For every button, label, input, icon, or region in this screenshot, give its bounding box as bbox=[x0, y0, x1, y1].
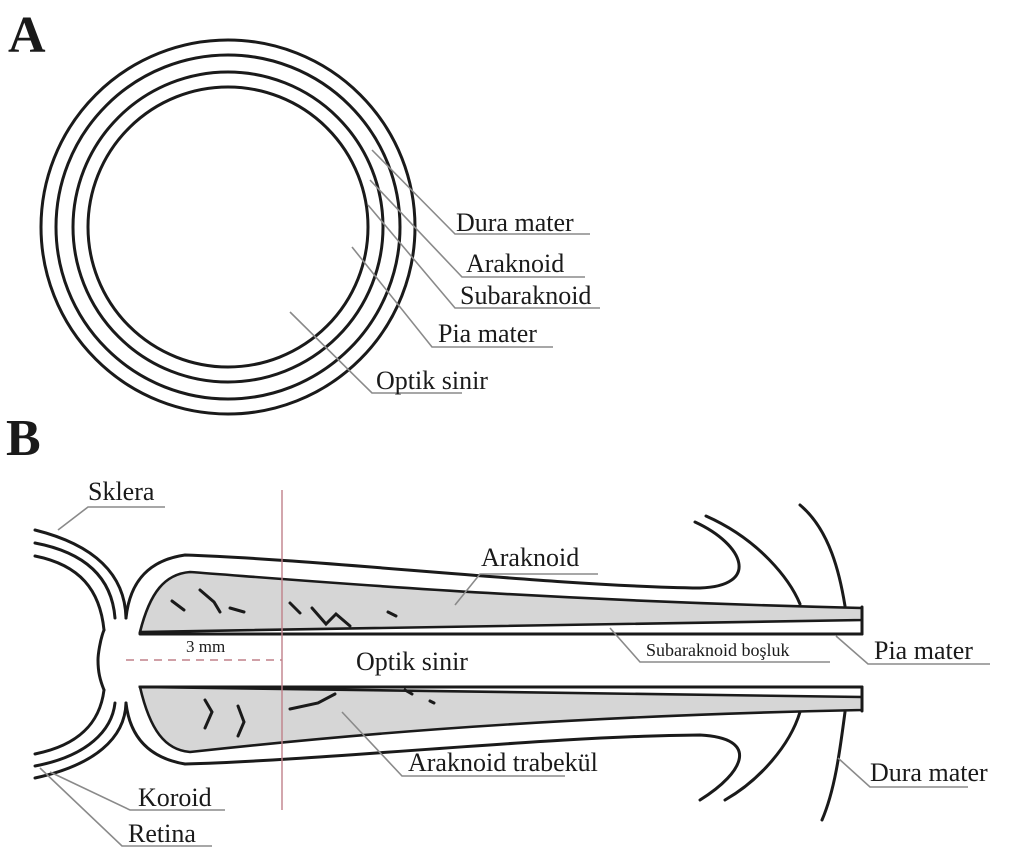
dura-split-lower-1 bbox=[725, 712, 800, 800]
label-subaraknoid-bosluk: Subaraknoid boşluk bbox=[646, 640, 790, 660]
label-subaraknoid: Subaraknoid bbox=[460, 281, 591, 310]
label-pia-mater: Pia mater bbox=[438, 319, 537, 348]
globe-curve bbox=[98, 630, 104, 690]
upper-subaraknoid-space bbox=[140, 572, 862, 632]
panel-b-labels: Sklera Araknoid Subaraknoid boşluk Pia m… bbox=[88, 477, 988, 848]
pia-mater-ring bbox=[73, 72, 383, 382]
panel-a-letter: A bbox=[8, 7, 46, 64]
label-pia-mater-b: Pia mater bbox=[874, 636, 973, 665]
dura-mater-ring bbox=[41, 40, 415, 414]
label-retina: Retina bbox=[128, 819, 196, 848]
sklera-leader bbox=[58, 507, 165, 530]
dura-split-upper-1 bbox=[706, 516, 800, 604]
label-araknoid-b: Araknoid bbox=[481, 543, 579, 572]
trabecula bbox=[430, 701, 434, 703]
retina-lower bbox=[35, 690, 104, 754]
panel-a-labels: Dura mater Araknoid Subaraknoid Pia mate… bbox=[376, 208, 591, 395]
panel-a: A Dura mater Araknoid Subaraknoid Pia ma… bbox=[8, 7, 600, 414]
label-optik-sinir: Optik sinir bbox=[376, 366, 488, 395]
dura-split-upper-2 bbox=[800, 505, 845, 606]
label-koroid: Koroid bbox=[138, 783, 212, 812]
label-dura-mater-b: Dura mater bbox=[870, 758, 988, 787]
dura-split-lower-2 bbox=[822, 712, 845, 820]
retina-upper bbox=[35, 556, 104, 630]
choroid-upper bbox=[35, 543, 115, 618]
label-sklera: Sklera bbox=[88, 477, 155, 506]
label-araknoid: Araknoid bbox=[466, 249, 564, 278]
label-optik-sinir-b: Optik sinir bbox=[356, 647, 468, 676]
label-araknoid-trabekul: Araknoid trabekül bbox=[408, 748, 598, 777]
choroid-lower bbox=[35, 703, 115, 766]
label-dura-mater: Dura mater bbox=[456, 208, 574, 237]
optic-nerve-ring bbox=[88, 87, 368, 367]
araknoid-ring bbox=[56, 55, 400, 399]
panel-b-letter: B bbox=[6, 410, 41, 467]
panel-b: B bbox=[6, 410, 990, 848]
lower-subaraknoid-space bbox=[140, 687, 862, 752]
measure-label: 3 mm bbox=[186, 637, 225, 656]
